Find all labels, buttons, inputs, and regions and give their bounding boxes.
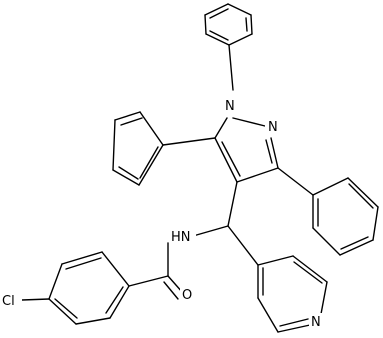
bond <box>227 225 259 266</box>
atom-label-n2: N <box>268 120 278 135</box>
bond <box>257 297 279 333</box>
bond <box>163 281 179 300</box>
bond <box>209 30 229 41</box>
bond <box>279 318 309 327</box>
bond <box>128 275 169 287</box>
bond <box>120 117 143 126</box>
bond <box>312 177 349 196</box>
bond <box>214 137 238 183</box>
bond <box>61 251 103 265</box>
bond <box>204 3 229 16</box>
bond <box>227 181 238 227</box>
bond <box>347 177 379 208</box>
bond <box>227 3 252 16</box>
atom-label-pyridine-n: N <box>311 315 321 330</box>
atom-label-nh: HN <box>171 230 191 245</box>
bond <box>112 119 116 171</box>
bond <box>277 324 311 333</box>
bond <box>209 8 229 19</box>
bond <box>320 281 328 315</box>
bond <box>192 225 229 237</box>
bond <box>245 17 248 32</box>
bonds <box>21 3 379 333</box>
bond <box>340 236 369 250</box>
bond <box>204 14 207 35</box>
bond <box>101 251 130 287</box>
bond <box>228 33 253 46</box>
bond <box>312 227 341 256</box>
bond <box>139 146 159 179</box>
bond <box>109 285 130 319</box>
bond <box>21 298 50 301</box>
bond <box>162 137 216 146</box>
bond <box>372 206 379 241</box>
bond <box>221 141 241 177</box>
bond <box>48 263 63 300</box>
atom-label-chlorine: Cl <box>2 294 15 309</box>
bond <box>105 286 124 314</box>
bond <box>228 44 234 91</box>
bond <box>250 14 253 35</box>
bond <box>232 117 266 127</box>
bond <box>236 167 279 183</box>
bond <box>112 169 140 186</box>
bond <box>270 137 279 169</box>
atom-label-oxygen: O <box>182 288 192 303</box>
bond <box>54 298 78 319</box>
atom-labels: N N HN O Cl N <box>0 97 325 330</box>
bond <box>339 239 374 256</box>
bond <box>114 111 141 121</box>
atom-label-n1: N <box>225 99 235 114</box>
bond <box>138 144 164 186</box>
bond <box>139 111 164 146</box>
bond <box>214 117 228 139</box>
bond <box>265 139 273 164</box>
bond <box>292 255 328 283</box>
bond <box>257 255 294 266</box>
bond <box>118 166 139 180</box>
bond <box>277 167 314 196</box>
bond <box>65 257 102 270</box>
bond <box>48 298 77 325</box>
bond <box>348 183 374 209</box>
bond <box>205 33 230 46</box>
bond <box>293 261 323 284</box>
bond <box>75 317 111 325</box>
